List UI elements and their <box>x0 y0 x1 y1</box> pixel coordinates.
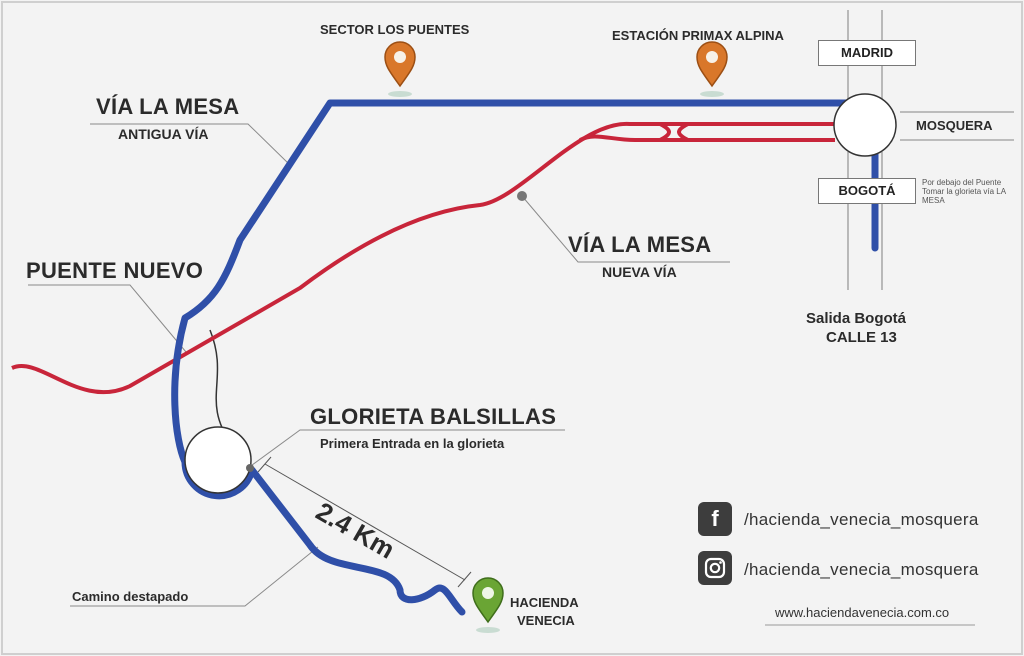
pin-sector-los-puentes <box>384 41 416 97</box>
estacion-primax-label: ESTACIÓN PRIMAX ALPINA <box>612 28 784 43</box>
pin-hacienda-venecia <box>472 577 504 633</box>
via-la-mesa-old-title: VÍA LA MESA <box>96 94 240 119</box>
glorieta-marker <box>246 464 254 472</box>
puente-nuevo-label: PUENTE NUEVO <box>26 258 204 283</box>
facebook-handle[interactable]: /hacienda_venecia_mosquera <box>744 510 979 529</box>
via-la-mesa-new-title: VÍA LA MESA <box>568 232 712 257</box>
website-link[interactable]: www.haciendavenecia.com.co <box>775 605 950 620</box>
via-la-mesa-old-subtitle: ANTIGUA VÍA <box>118 126 209 142</box>
facebook-icon[interactable]: f <box>698 502 732 536</box>
glorieta-title: GLORIETA BALSILLAS <box>310 404 557 429</box>
glorieta-arc <box>181 461 256 500</box>
bogota-note: Por debajo del Puente Tomar la glorieta … <box>922 178 1006 205</box>
bogota-sign: BOGOTÁ <box>818 178 916 204</box>
camino-label: Camino destapado <box>72 589 189 604</box>
via-la-mesa-new-subtitle: NUEVA VÍA <box>602 264 677 280</box>
red-route <box>11 121 835 395</box>
pin-estacion-primax <box>696 41 728 97</box>
glorieta-balsillas <box>184 426 252 494</box>
glorieta-subtitle: Primera Entrada en la glorieta <box>320 436 505 451</box>
route-marker <box>517 191 527 201</box>
blue-route <box>248 466 466 616</box>
instagram-icon[interactable] <box>698 551 732 585</box>
red-route-parallel <box>579 134 835 142</box>
leader-lines <box>28 123 730 607</box>
calle13-highway <box>847 10 1014 290</box>
red-route-crossover <box>659 122 689 142</box>
calle13-roundabout <box>833 93 897 157</box>
instagram-glyph <box>704 557 726 579</box>
instagram-handle[interactable]: /hacienda_venecia_mosquera <box>744 560 979 579</box>
madrid-sign: MADRID <box>818 40 916 66</box>
blue-route-main <box>171 99 860 464</box>
sector-los-puentes-label: SECTOR LOS PUENTES <box>320 22 470 37</box>
hacienda-label-2: VENECIA <box>517 613 575 628</box>
hacienda-label-1: HACIENDA <box>510 595 579 610</box>
mosquera-label: MOSQUERA <box>916 118 993 133</box>
salida-line2: CALLE 13 <box>826 329 897 346</box>
salida-line1: Salida Bogotá <box>806 310 907 327</box>
